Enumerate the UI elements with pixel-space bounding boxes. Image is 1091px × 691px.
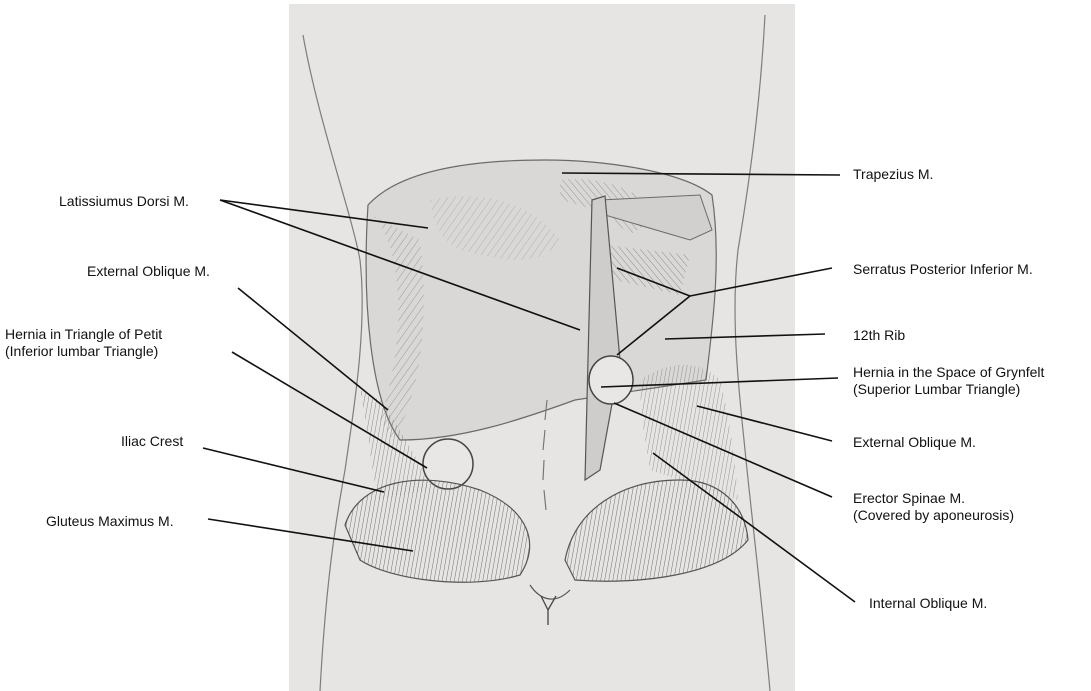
label-hernia-petit-line2: (Inferior lumbar Triangle) <box>5 343 162 360</box>
label-internal-oblique: Internal Oblique M. <box>869 595 987 612</box>
label-hernia-grynfelt-line2: (Superior Lumbar Triangle) <box>853 381 1044 398</box>
label-trapezius: Trapezius M. <box>853 166 933 183</box>
label-hernia-petit-line1: Hernia in Triangle of Petit <box>5 326 162 343</box>
label-external-oblique-right: External Oblique M. <box>853 434 976 451</box>
label-serratus-posterior-inferior: Serratus Posterior Inferior M. <box>853 261 1033 278</box>
label-12th-rib: 12th Rib <box>853 327 905 344</box>
label-hernia-triangle-of-petit: Hernia in Triangle of Petit (Inferior lu… <box>5 326 162 360</box>
label-hernia-space-of-grynfelt: Hernia in the Space of Grynfelt (Superio… <box>853 364 1044 398</box>
label-external-oblique-left: External Oblique M. <box>87 263 210 280</box>
hernia-grynfelt-shape <box>589 356 633 404</box>
label-iliac-crest: Iliac Crest <box>121 433 183 450</box>
label-hernia-grynfelt-line1: Hernia in the Space of Grynfelt <box>853 364 1044 381</box>
label-latissimus-dorsi: Latissiumus Dorsi M. <box>59 193 189 210</box>
label-erector-line1: Erector Spinae M. <box>853 490 1014 507</box>
label-gluteus-maximus: Gluteus Maximus M. <box>46 513 174 530</box>
label-erector-spinae: Erector Spinae M. (Covered by aponeurosi… <box>853 490 1014 524</box>
label-erector-line2: (Covered by aponeurosis) <box>853 507 1014 524</box>
